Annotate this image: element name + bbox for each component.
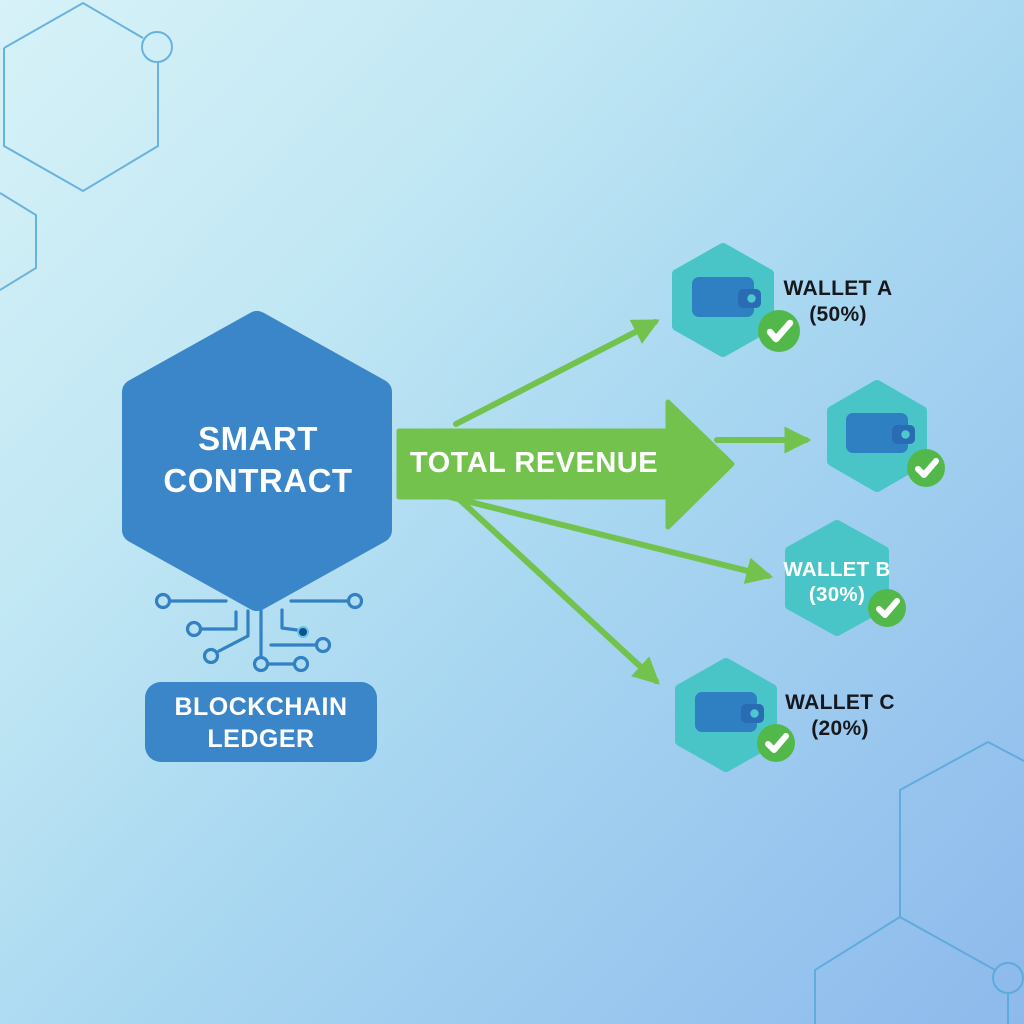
blockchain-ledger-label: BLOCKCHAIN LEDGER — [174, 693, 348, 753]
wallet-a-name: WALLET A — [783, 277, 893, 300]
arrow-to-wallet-a — [453, 319, 660, 427]
decor-hexagon-left-edge — [0, 192, 37, 291]
check-icon — [757, 724, 795, 762]
circuit-icon — [154, 592, 364, 673]
wallet-icons — [692, 277, 915, 732]
wallet-icon — [846, 413, 915, 453]
wallet-b-hexagon — [785, 520, 889, 636]
decor-node-circle — [141, 31, 173, 63]
wallet-b-name: WALLET B — [783, 558, 891, 581]
check-icon — [907, 449, 945, 487]
smart-contract-node — [122, 311, 392, 611]
total-revenue-label: TOTAL REVENUE — [409, 447, 659, 479]
check-icon — [868, 589, 906, 627]
wallet-b-label: WALLET B (30%) — [782, 557, 892, 608]
decor-hexagon-bottom-right — [899, 740, 1024, 971]
split-arrows — [443, 319, 812, 685]
decor-hexagon-bottom-edge — [814, 916, 901, 1024]
check-icon — [758, 310, 800, 352]
wallet-c-share: (20%) — [811, 717, 869, 741]
check-badges — [757, 310, 945, 762]
decor-hexagon-top-left — [3, 1, 144, 49]
circuit-dot — [297, 626, 309, 638]
arrow-to-wallet-b — [443, 493, 774, 584]
arrow-to-wallet-c — [456, 496, 660, 685]
smart-contract-label: SMART CONTRACT — [163, 420, 353, 499]
wallet-a-share: (50%) — [809, 303, 867, 327]
wallet-c-label: WALLET C (20%) — [777, 690, 903, 742]
decor-hexagon-top-left — [3, 48, 159, 193]
decor-node-circle — [992, 962, 1024, 994]
wallet-icon — [695, 692, 764, 732]
wallet-icon — [692, 277, 761, 317]
hexagon-shape — [122, 311, 392, 611]
blockchain-ledger-node — [145, 682, 377, 762]
wallet-a-label: WALLET A (50%) — [775, 276, 901, 328]
wallet-b-share: (30%) — [808, 583, 866, 607]
wallet-c-name: WALLET C — [785, 691, 895, 714]
